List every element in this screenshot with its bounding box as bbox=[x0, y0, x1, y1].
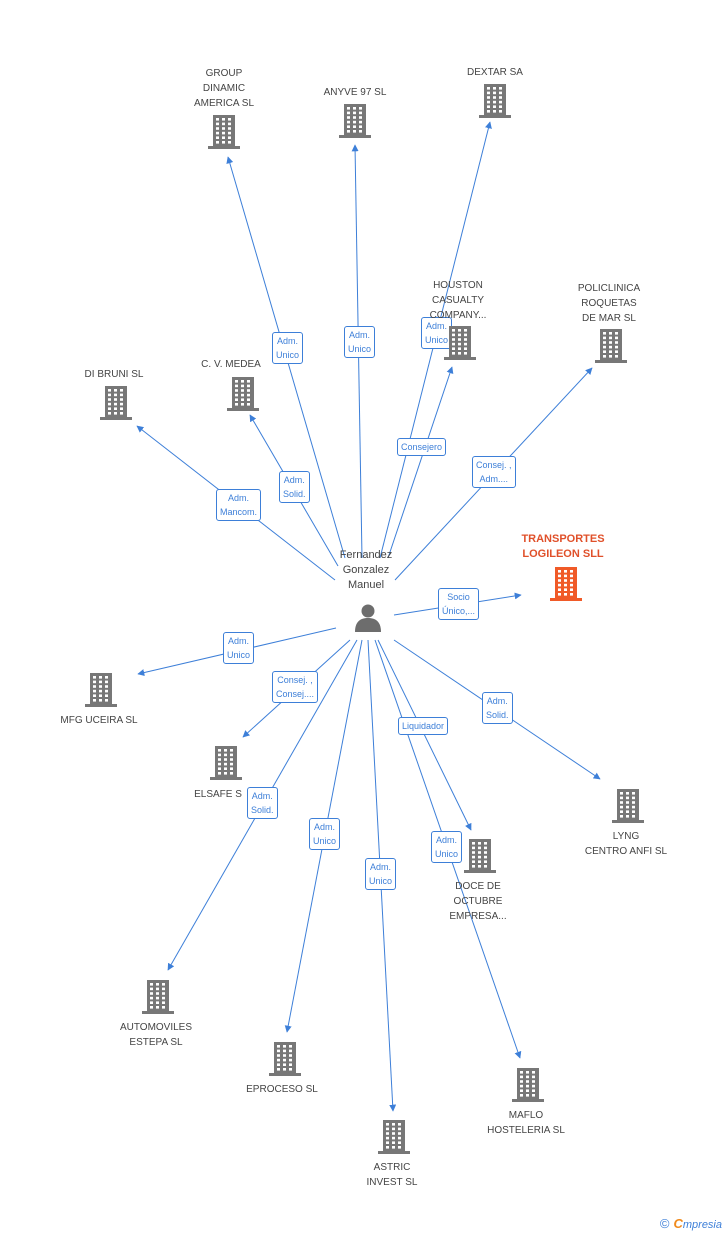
role-badge-lyng[interactable]: Adm. Solid. bbox=[482, 692, 513, 724]
role-badge-astric[interactable]: Adm. Unico bbox=[365, 858, 397, 890]
footer-brand[interactable]: © Cmpresia bbox=[660, 1216, 722, 1231]
company-name-doce[interactable]: DOCE DE OCTUBRE EMPRESA... bbox=[449, 881, 507, 922]
company-name-astric[interactable]: ASTRIC INVEST SL bbox=[366, 1162, 418, 1188]
copyright-symbol: © bbox=[659, 1216, 670, 1231]
edge-doce bbox=[377, 639, 472, 831]
company-name-lyng[interactable]: LYNG CENTRO ANFI SL bbox=[584, 831, 668, 857]
role-badge-medea[interactable]: Adm. Solid. bbox=[279, 471, 310, 503]
company-name-group-dinamic[interactable]: GROUP DINAMIC AMERICA SL bbox=[193, 68, 255, 109]
building-icon[interactable] bbox=[210, 746, 242, 785]
building-icon[interactable] bbox=[227, 377, 259, 416]
role-badge-doce[interactable]: Liquidador bbox=[398, 717, 449, 735]
company-name-policlinica[interactable]: POLICLINICA ROQUETAS DE MAR SL bbox=[577, 283, 641, 324]
role-badge-automoviles[interactable]: Adm. Solid. bbox=[247, 787, 278, 819]
company-name-elsafe[interactable]: ELSAFE S bbox=[194, 789, 242, 800]
company-name-maflo[interactable]: MAFLO HOSTELERIA SL bbox=[487, 1110, 565, 1136]
company-name-houston[interactable]: HOUSTON CASUALTY COMPANY... bbox=[429, 280, 487, 321]
building-icon[interactable] bbox=[512, 1068, 544, 1107]
role-badge-policlinica[interactable]: Consej. , Adm.... bbox=[472, 456, 516, 488]
company-name-eproceso[interactable]: EPROCESO SL bbox=[246, 1084, 318, 1095]
building-icon[interactable] bbox=[550, 567, 582, 606]
building-icon[interactable] bbox=[100, 386, 132, 425]
role-badge-eproceso[interactable]: Adm. Unico bbox=[309, 818, 341, 850]
building-icon[interactable] bbox=[612, 789, 644, 828]
building-icon[interactable] bbox=[208, 115, 240, 154]
role-badge-mfg[interactable]: Adm. Unico bbox=[223, 632, 255, 664]
building-icon[interactable] bbox=[85, 673, 117, 712]
building-icon[interactable] bbox=[142, 980, 174, 1019]
company-name-anyve[interactable]: ANYVE 97 SL bbox=[323, 87, 387, 98]
role-badge-group-dinamic[interactable]: Adm. Unico bbox=[272, 332, 304, 364]
building-icon[interactable] bbox=[464, 839, 496, 878]
role-badge-elsafe[interactable]: Consej. , Consej.... bbox=[272, 671, 319, 703]
role-badge-anyve[interactable]: Adm. Unico bbox=[344, 326, 376, 358]
company-name-dibruni[interactable]: DI BRUNI SL bbox=[84, 369, 144, 380]
role-badge-transportes[interactable]: Socio Único,... bbox=[438, 588, 480, 620]
building-icon[interactable] bbox=[339, 104, 371, 143]
role-badge-houston[interactable]: Consejero bbox=[397, 438, 447, 456]
building-icon[interactable] bbox=[479, 84, 511, 123]
person-name[interactable]: Fernandez Gonzalez Manuel bbox=[339, 549, 393, 591]
brand-initial: C bbox=[673, 1216, 683, 1231]
building-icon[interactable] bbox=[378, 1120, 410, 1159]
role-badge-maflo[interactable]: Adm. Unico bbox=[431, 831, 463, 863]
company-name-dextar[interactable]: DEXTAR SA bbox=[467, 67, 523, 78]
edge-houston bbox=[387, 366, 454, 559]
company-name-medea[interactable]: C. V. MEDEA bbox=[201, 359, 261, 370]
role-badge-dextar[interactable]: Adm. Unico bbox=[421, 317, 453, 349]
building-icon[interactable] bbox=[444, 326, 476, 365]
company-name-transportes[interactable]: TRANSPORTES LOGILEON SLL bbox=[521, 533, 605, 560]
role-badge-dibruni[interactable]: Adm. Mancom. bbox=[216, 489, 262, 521]
person-icon[interactable] bbox=[353, 602, 383, 637]
company-name-automoviles[interactable]: AUTOMOVILES ESTEPA SL bbox=[119, 1022, 193, 1048]
building-icon[interactable] bbox=[269, 1042, 301, 1081]
building-icon[interactable] bbox=[595, 329, 627, 368]
brand-name: mpresia bbox=[682, 1219, 722, 1231]
company-name-mfg[interactable]: MFG UCEIRA SL bbox=[60, 715, 138, 726]
